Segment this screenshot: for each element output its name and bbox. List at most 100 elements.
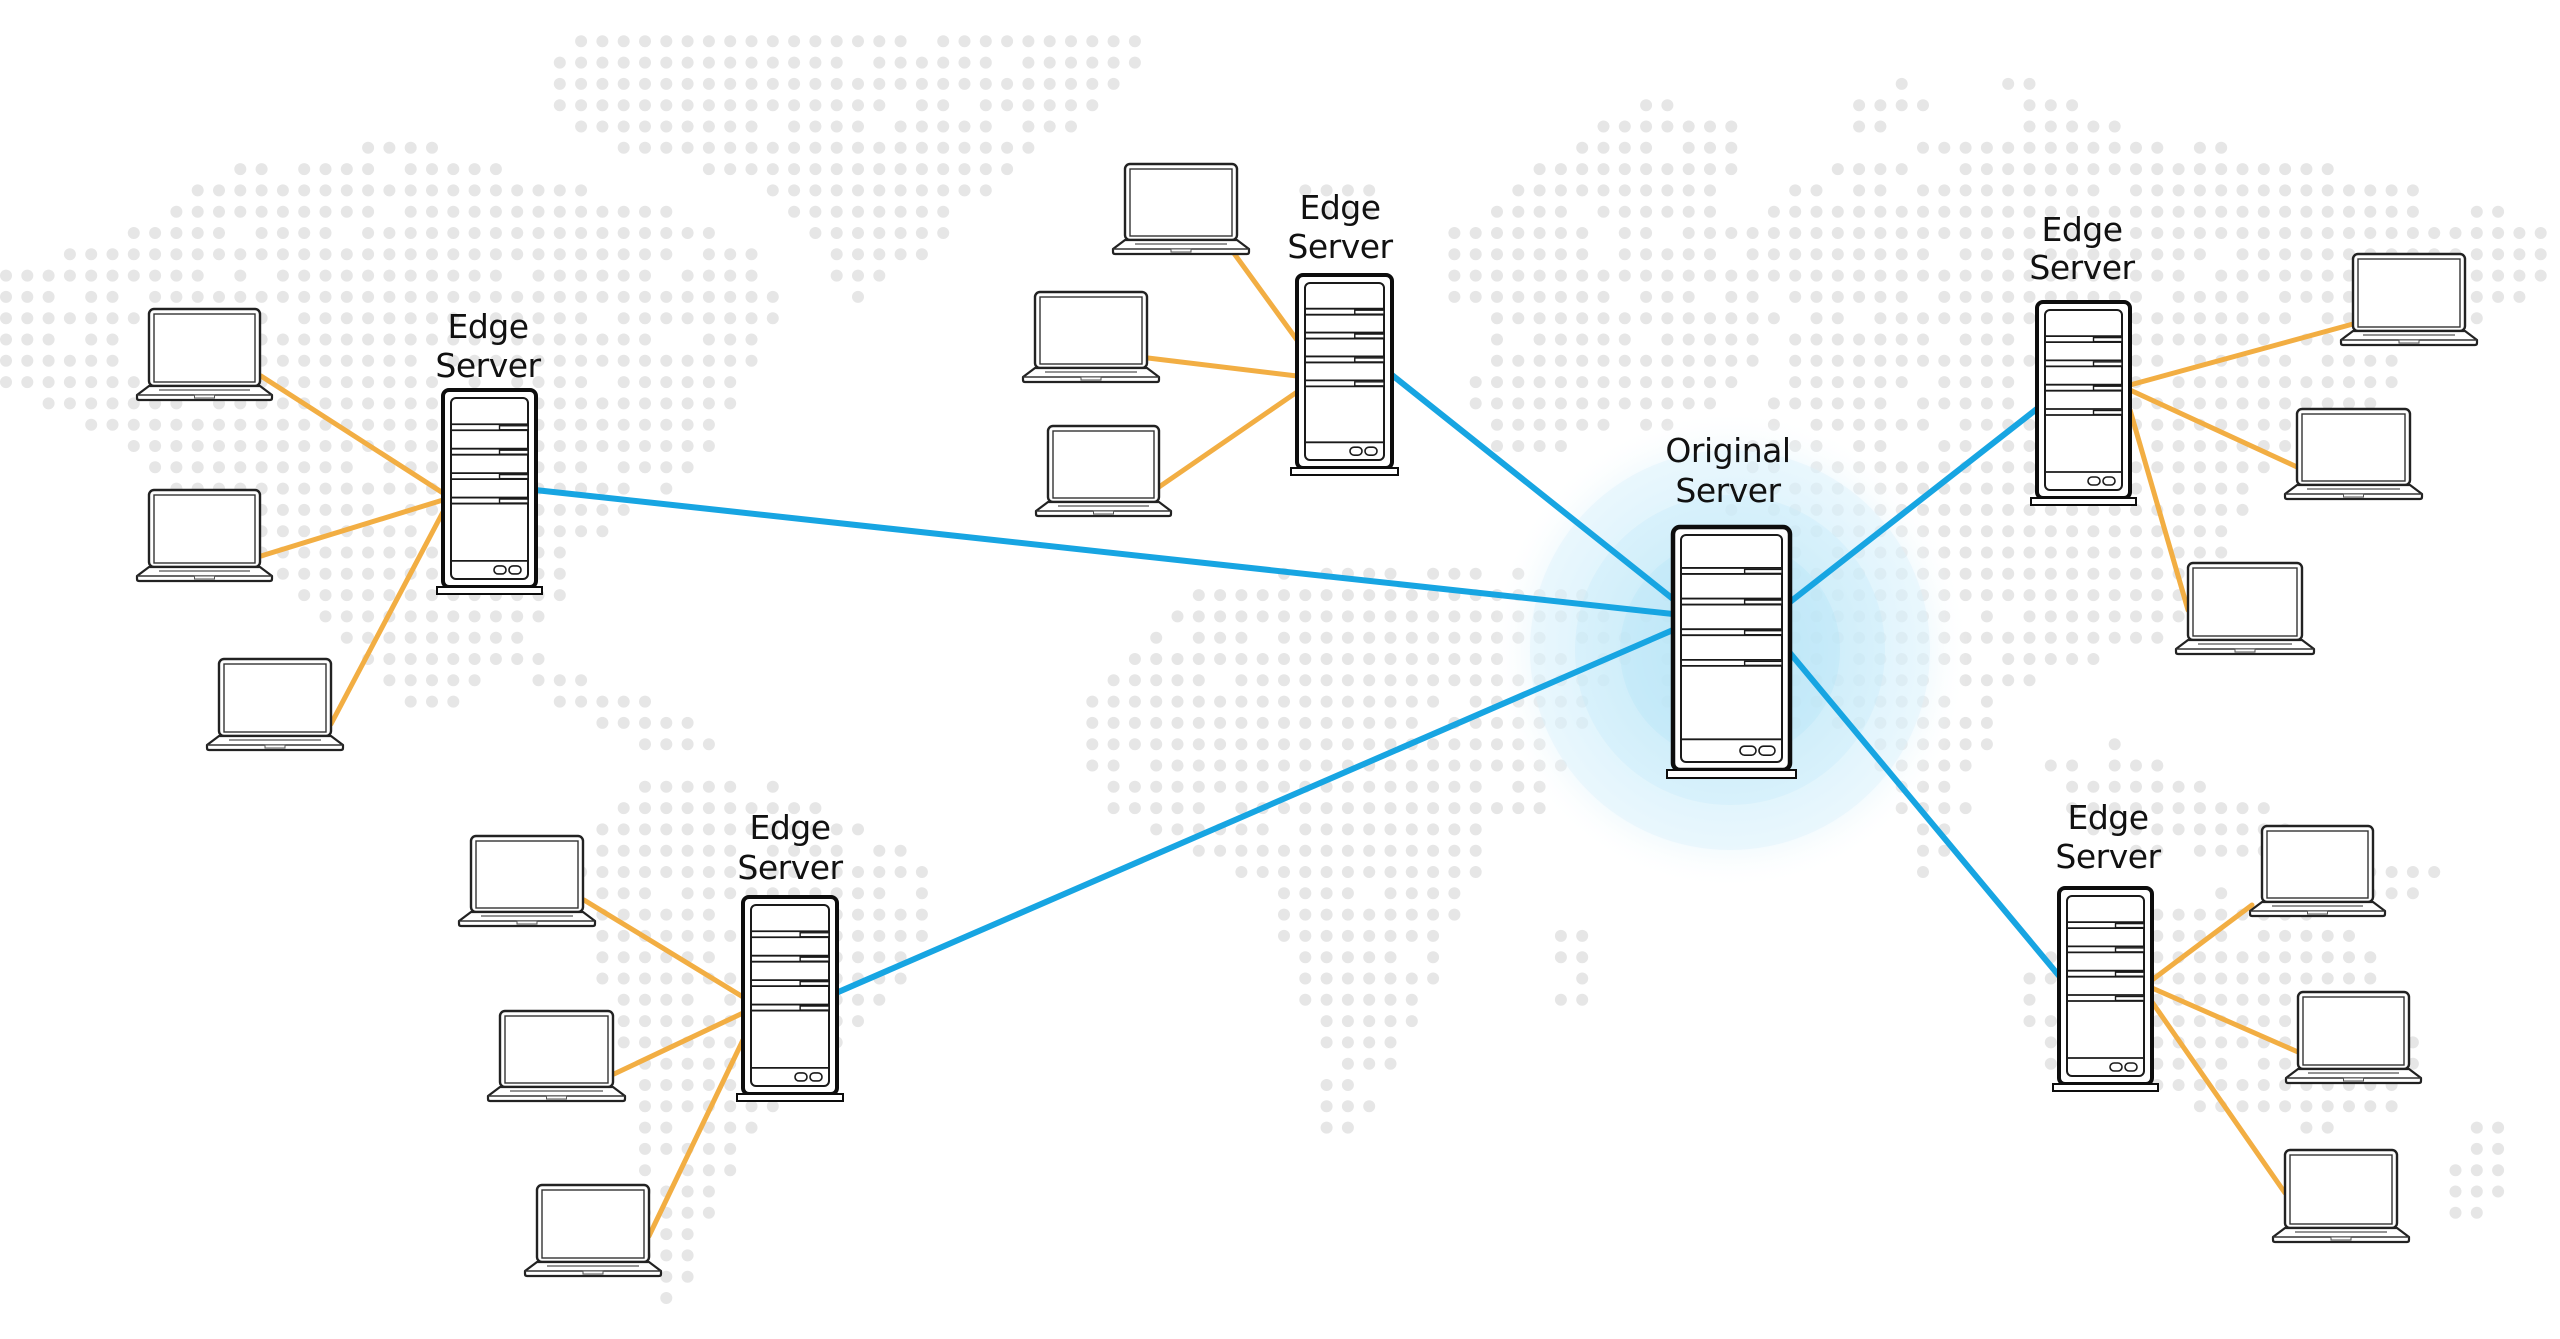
map-dot <box>2449 1185 2462 1198</box>
map-dot <box>1427 567 1440 580</box>
laptop-icon[interactable] <box>486 1009 627 1103</box>
map-dot <box>489 269 502 282</box>
laptop-icon[interactable] <box>2284 990 2423 1085</box>
map-dot <box>1810 248 1823 261</box>
laptop-icon[interactable] <box>2174 561 2316 656</box>
map-dot <box>1320 695 1333 708</box>
map-dot <box>1491 269 1503 282</box>
edge-server-southeast[interactable]: Edge Server <box>2052 798 2162 1092</box>
map-dot <box>681 99 694 112</box>
map-dot <box>21 312 34 325</box>
map-dot <box>1320 759 1333 772</box>
map-dot <box>1959 738 1972 751</box>
laptop-icon[interactable] <box>2283 407 2424 501</box>
map-dot <box>1831 290 1844 303</box>
map-dot <box>1107 802 1120 815</box>
map-dot <box>2193 908 2206 921</box>
laptop-icon[interactable] <box>205 657 345 752</box>
map-dot <box>511 184 524 197</box>
map-dot <box>191 227 204 239</box>
map-dot <box>362 269 375 282</box>
map-dot <box>1618 163 1631 176</box>
map-dot <box>2193 482 2206 495</box>
map-dot <box>639 716 651 729</box>
map-dot <box>468 333 481 346</box>
map-dot <box>596 120 609 133</box>
map-dot <box>617 120 630 133</box>
map-dot <box>362 248 375 261</box>
map-dot <box>298 290 311 303</box>
map-dot <box>681 993 694 1006</box>
map-dot <box>1917 99 1929 112</box>
map-dot <box>191 440 204 452</box>
map-dot <box>873 887 886 900</box>
map-dot <box>575 77 588 90</box>
map-dot <box>681 887 694 900</box>
map-dot <box>404 163 417 176</box>
map-dot <box>1959 269 1972 282</box>
map-dot <box>724 376 737 389</box>
map-dot <box>1341 1121 1354 1134</box>
map-dot <box>1341 951 1354 964</box>
map-dot <box>724 1036 737 1049</box>
map-dot <box>21 376 34 389</box>
map-dot <box>2108 780 2121 793</box>
map-dot <box>213 418 225 431</box>
map-dot <box>1469 290 1482 303</box>
map-dot <box>1725 141 1738 154</box>
laptop-icon[interactable] <box>2339 252 2479 347</box>
laptop-icon[interactable] <box>135 307 274 402</box>
map-dot <box>2513 227 2526 239</box>
laptop-icon[interactable] <box>1021 290 1161 384</box>
map-dot <box>127 312 140 325</box>
server-panel <box>750 904 830 1087</box>
laptop-icon[interactable] <box>135 488 274 583</box>
map-dot <box>553 333 566 346</box>
laptop-icon[interactable] <box>1111 162 1251 256</box>
map-dot <box>362 503 375 516</box>
map-dot <box>489 248 502 261</box>
map-dot <box>617 248 630 261</box>
laptop-icon[interactable] <box>457 834 597 928</box>
map-dot <box>1086 56 1099 69</box>
map-dot <box>958 77 971 90</box>
map-dot <box>2279 397 2292 410</box>
laptop-icon[interactable] <box>1034 424 1173 518</box>
map-dot <box>660 1079 673 1091</box>
laptop-icon[interactable] <box>2248 824 2387 918</box>
map-dot <box>340 184 353 197</box>
map-dot <box>2002 376 2015 389</box>
edge-server-northeast[interactable]: Edge Server <box>2029 210 2137 506</box>
map-dot <box>1469 567 1482 580</box>
map-dot <box>1853 248 1866 261</box>
laptop-icon[interactable] <box>523 1183 663 1278</box>
world-map-dots <box>0 35 2547 1304</box>
map-dot <box>660 77 673 90</box>
map-dot <box>2087 227 2100 239</box>
map-dot <box>809 35 822 48</box>
map-dot <box>1853 376 1866 389</box>
laptop-notch <box>2343 493 2364 498</box>
map-dot <box>830 844 843 857</box>
map-dot <box>1448 269 1461 282</box>
map-dot <box>1704 227 1716 239</box>
map-dot <box>1810 269 1823 282</box>
map-dot <box>2172 823 2185 836</box>
map-dot <box>681 354 694 367</box>
map-dot <box>596 354 609 367</box>
map-dot <box>1917 269 1929 282</box>
edge-server-north[interactable]: Edge Server <box>1287 188 1399 476</box>
map-dot <box>596 866 609 878</box>
laptop-icon[interactable] <box>2271 1148 2411 1244</box>
map-dot <box>2193 951 2206 964</box>
map-dot <box>1917 333 1929 346</box>
map-dot <box>2108 503 2121 516</box>
map-dot <box>809 141 822 154</box>
edge-server-west[interactable]: Edge Server <box>435 307 543 595</box>
map-dot <box>1831 376 1844 389</box>
origin-server[interactable]: Original Server <box>1665 431 1797 779</box>
map-dot <box>0 354 12 367</box>
map-dot <box>2108 163 2121 176</box>
edge-server-southwest[interactable]: Edge Server <box>736 808 844 1102</box>
map-dot <box>1554 269 1567 282</box>
